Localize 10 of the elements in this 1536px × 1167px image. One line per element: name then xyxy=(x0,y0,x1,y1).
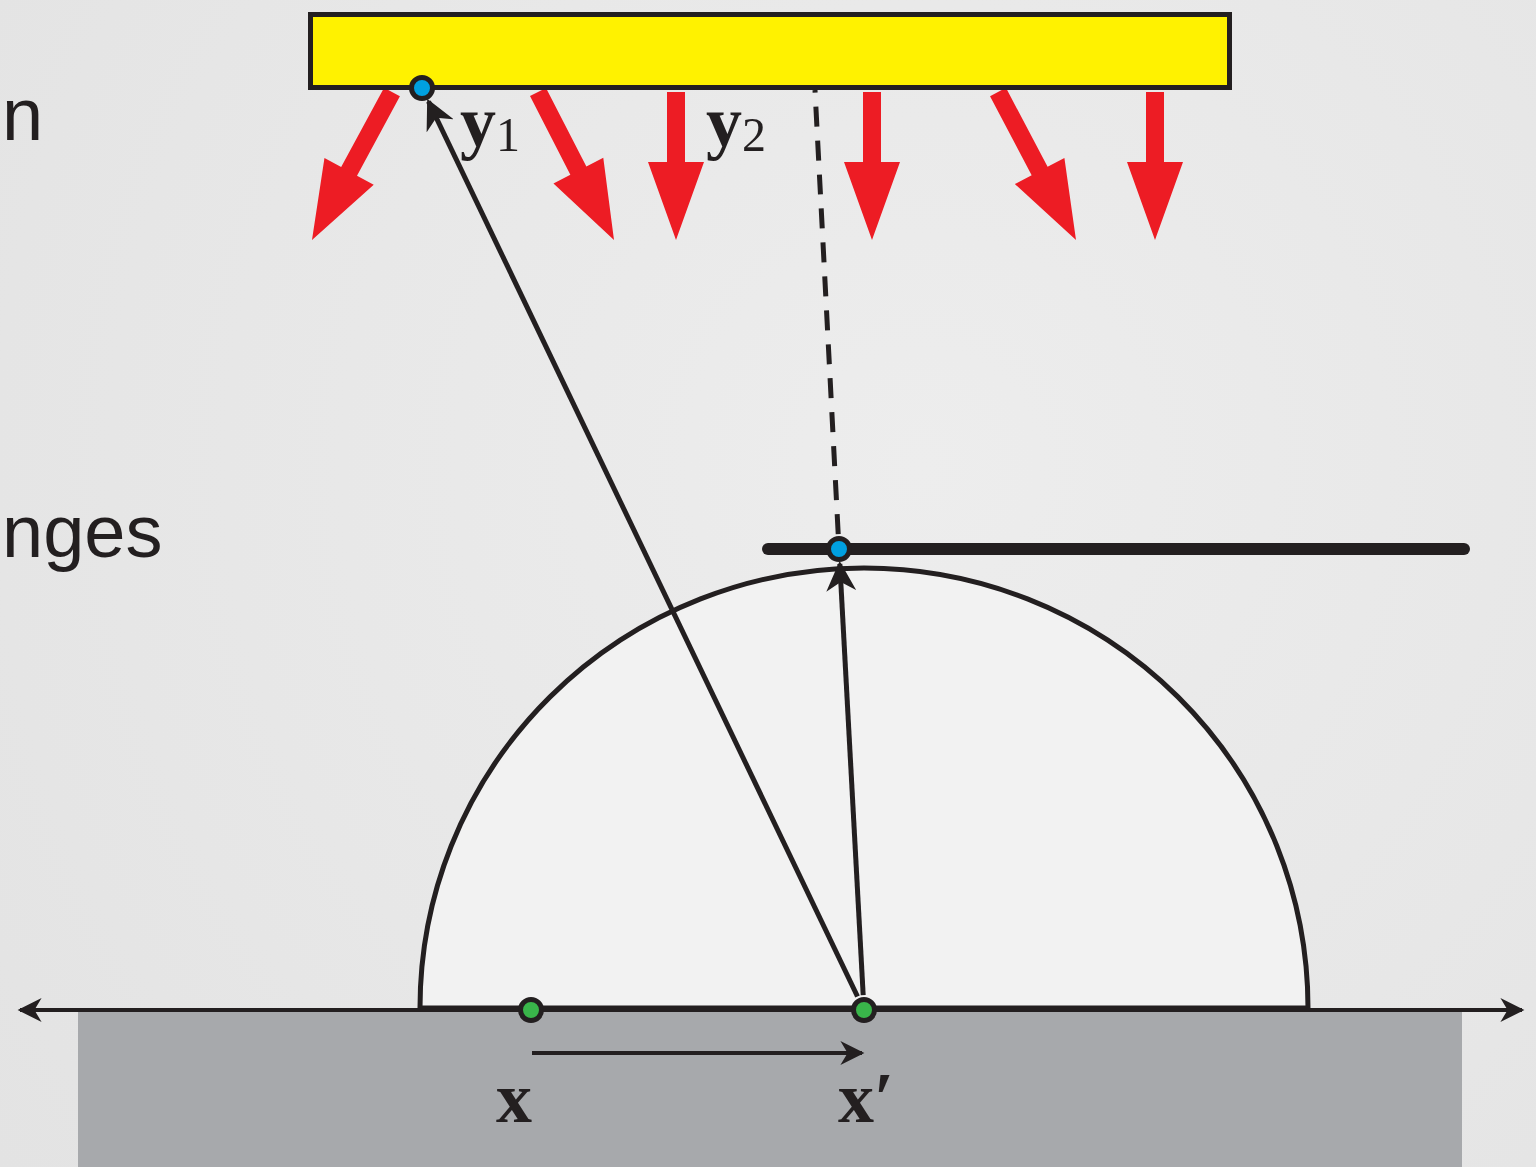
emitter-panel xyxy=(308,12,1232,90)
arrow xyxy=(426,98,860,998)
point-label: y$_{2}$ xyxy=(706,86,766,159)
point-label: x xyxy=(496,1062,532,1134)
point-label: x′ xyxy=(838,1062,895,1134)
arrow xyxy=(826,561,866,996)
point-marker xyxy=(409,75,435,101)
point-label: y$_{1}$ xyxy=(460,86,520,159)
dashed-line xyxy=(812,89,841,535)
slide-text: n xyxy=(2,78,44,152)
